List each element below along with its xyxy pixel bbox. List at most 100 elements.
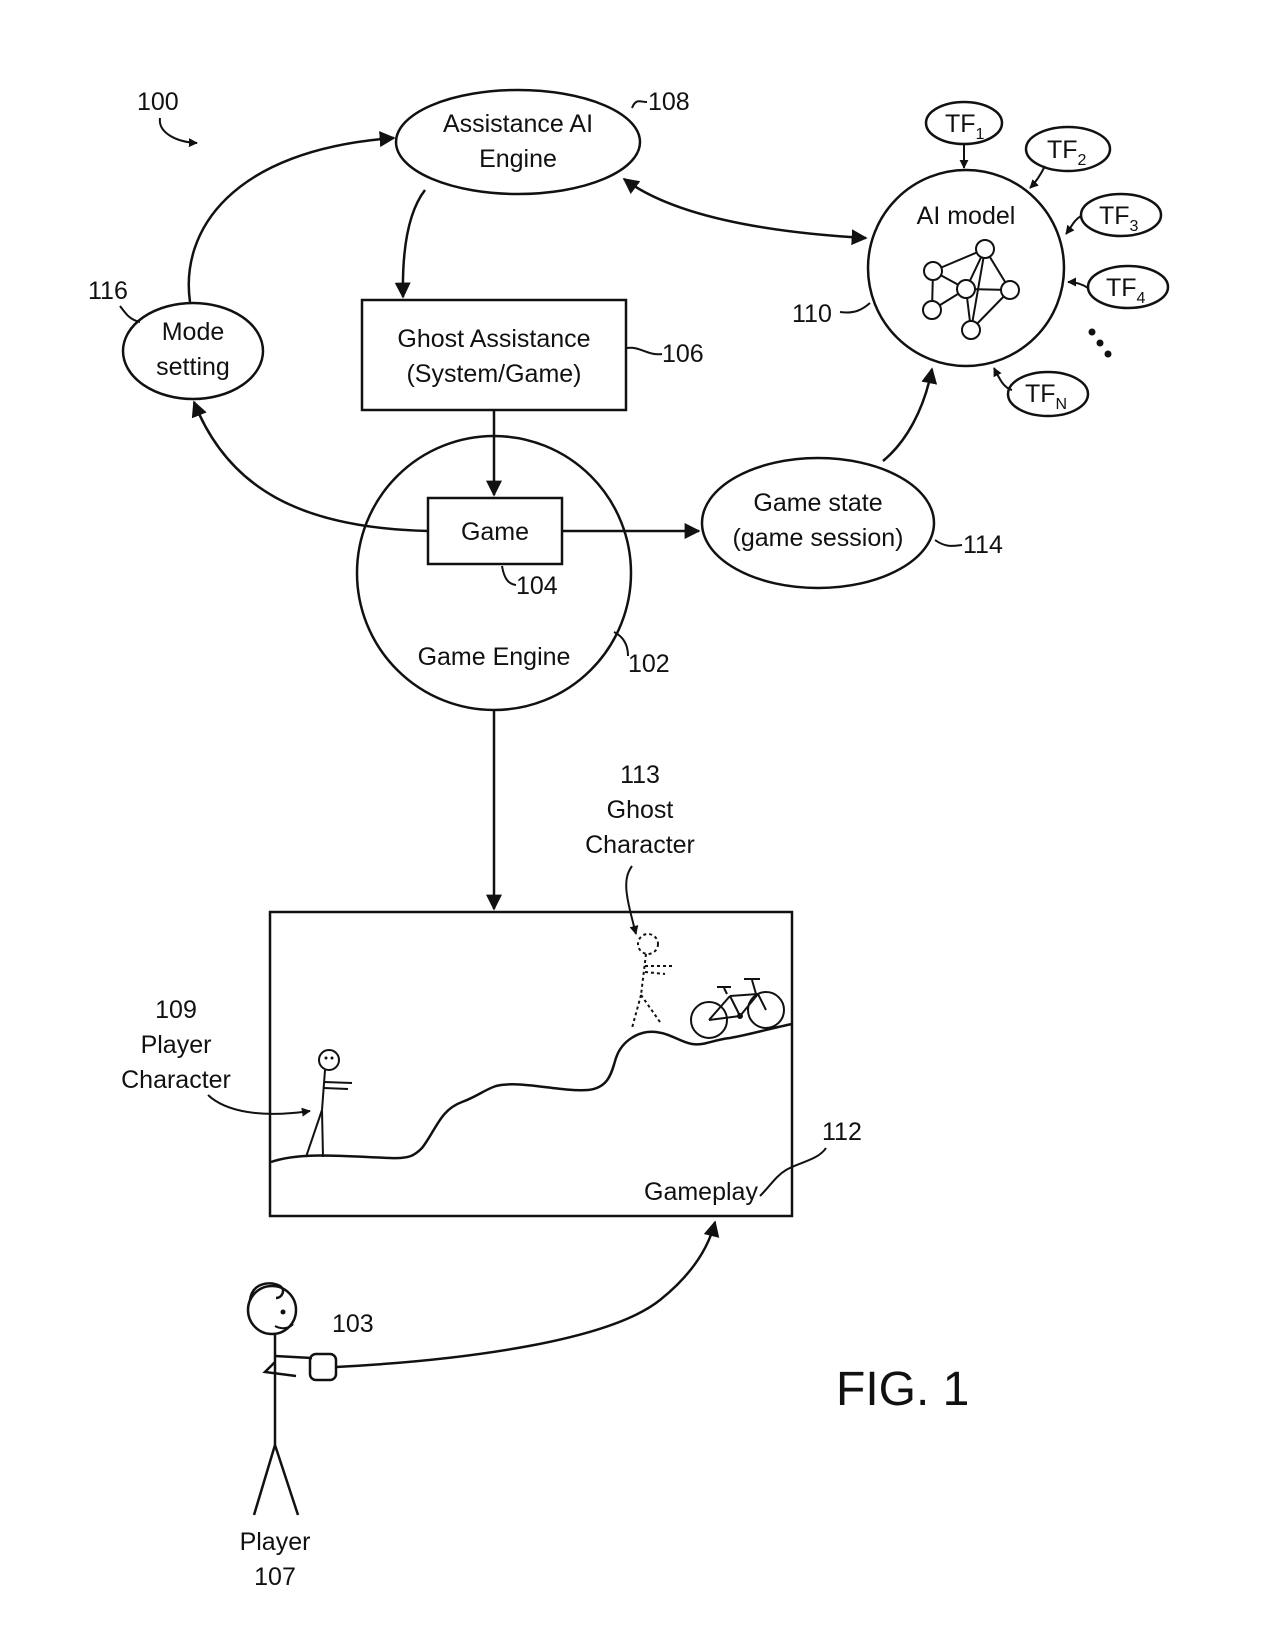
flow-arrows xyxy=(187,131,938,911)
gameplay-screen: Gameplay 112 xyxy=(268,910,862,1218)
controller-ref: 103 xyxy=(332,1310,374,1338)
tf2-arrow xyxy=(1029,165,1046,189)
ai-model-label: AI model xyxy=(917,202,1016,230)
assistance-ai-engine-leader xyxy=(631,100,648,109)
mode-setting-ellipse xyxy=(121,301,265,401)
mode-setting-leader xyxy=(119,305,141,323)
neural-network-icon xyxy=(922,239,1020,340)
assistance-ai-engine-label-2: Engine xyxy=(479,145,557,173)
assistance-ai-engine-ref: 108 xyxy=(648,88,690,116)
tf1-label: TF1 xyxy=(945,110,985,143)
assistance-ai-engine-label-1: Assistance AI xyxy=(443,110,593,138)
arrow-gamestate-to-aimodel xyxy=(882,367,938,462)
player-character-label-1: Player xyxy=(141,1031,212,1059)
mode-setting-node: Mode setting 116 xyxy=(88,277,265,401)
tf4-label: TF4 xyxy=(1106,274,1146,307)
training-factor-3: TF3 xyxy=(1065,192,1163,238)
ghost-assistance-ref: 106 xyxy=(662,340,704,368)
game-state-leader xyxy=(934,539,963,547)
ghost-character-pointer xyxy=(625,865,639,935)
player-leg-left xyxy=(252,1444,277,1516)
tf3-arrow xyxy=(1065,215,1082,235)
ghost-character-label-1: Ghost xyxy=(607,796,674,824)
player-character-pointer xyxy=(207,1094,311,1117)
ghost-character-label-2: Character xyxy=(585,831,695,859)
player-label: Player xyxy=(240,1528,311,1556)
player-arm-upper xyxy=(274,1354,313,1360)
tf3-ellipse xyxy=(1079,192,1163,238)
gameplay-label: Gameplay xyxy=(644,1178,758,1206)
assistance-ai-engine-node: Assistance AI Engine 108 xyxy=(394,88,690,196)
game-engine-ref: 102 xyxy=(628,650,670,678)
system-reference: 100 xyxy=(137,88,198,148)
ai-model-ref: 110 xyxy=(792,300,832,328)
ghost-assistance-box xyxy=(360,298,628,412)
tf4-arrow xyxy=(1067,277,1089,289)
ghost-assistance-leader xyxy=(626,346,663,356)
tf3-label: TF3 xyxy=(1099,202,1139,235)
training-factor-4: TF4 xyxy=(1067,264,1170,310)
ghost-character-ref: 113 xyxy=(620,761,660,789)
game-engine-label: Game Engine xyxy=(418,643,571,671)
tf1-ellipse xyxy=(924,100,1004,146)
player-hair xyxy=(248,1282,285,1301)
ghost-assistance-label-1: Ghost Assistance xyxy=(397,325,590,353)
training-factor-n: TFN xyxy=(993,367,1090,418)
mode-setting-label-1: Mode xyxy=(162,318,225,346)
game-state-label-2: (game session) xyxy=(733,524,904,552)
player-character-label-2: Character xyxy=(121,1066,231,1094)
game-ref: 104 xyxy=(516,572,558,600)
controller-device: 103 xyxy=(308,1220,720,1382)
tfn-ellipse xyxy=(1006,370,1090,418)
gameplay-frame xyxy=(268,910,794,1218)
arrow-assistance-to-ghost xyxy=(394,189,426,299)
game-leader xyxy=(501,565,517,586)
player-head xyxy=(246,1284,298,1336)
tfn-label: TFN xyxy=(1025,380,1067,413)
player-arm xyxy=(262,1361,297,1378)
game-node: Game 104 xyxy=(426,496,564,600)
mode-setting-label-2: setting xyxy=(156,353,230,381)
training-factor-1: TF1 xyxy=(924,100,1004,169)
player-leg-right xyxy=(273,1444,300,1516)
arrow-game-to-mode xyxy=(191,400,429,533)
bicycle-icon xyxy=(690,978,785,1039)
game-label: Game xyxy=(461,518,529,546)
ellipsis-dots xyxy=(1088,328,1112,358)
figure-title: FIG. 1 xyxy=(836,1363,969,1416)
arrow-assistance-aimodel xyxy=(622,177,868,246)
player-character-ref: 109 xyxy=(155,996,197,1024)
ghost-character-callout: 113 Ghost Character xyxy=(585,761,695,935)
mode-setting-ref: 116 xyxy=(88,277,128,305)
game-engine-node: Game Engine 102 xyxy=(355,434,670,712)
game-engine-leader xyxy=(613,631,629,657)
game-state-ref: 114 xyxy=(963,531,1003,559)
tf2-ellipse xyxy=(1024,125,1112,173)
player-character-callout: 109 Player Character xyxy=(121,996,311,1117)
ai-model-node: AI model 110 xyxy=(792,168,1066,368)
terrain-line xyxy=(270,1022,793,1164)
ai-model-circle xyxy=(866,168,1066,368)
controller-icon xyxy=(308,1352,338,1382)
game-state-label-1: Game state xyxy=(753,489,882,517)
ghost-assistance-node: Ghost Assistance (System/Game) 106 xyxy=(360,298,704,412)
tfn-arrow xyxy=(993,367,1013,391)
assistance-ai-engine-ellipse xyxy=(394,88,642,196)
player-mouth xyxy=(274,1323,294,1330)
player-character-figure xyxy=(305,1049,353,1158)
player-figure xyxy=(246,1282,313,1516)
tf2-label: TF2 xyxy=(1047,136,1087,169)
ai-model-leader xyxy=(839,302,871,314)
game-state-ellipse xyxy=(700,456,936,590)
player-ref: 107 xyxy=(254,1563,296,1591)
training-factors: TF1 TF2 TF3 TF4 TFN xyxy=(924,100,1170,418)
ghost-character-figure xyxy=(631,933,672,1029)
training-factor-2: TF2 xyxy=(1024,125,1112,189)
system-ref-arrow xyxy=(158,117,198,148)
player-caption: Player 107 xyxy=(240,1528,311,1591)
system-ref-label: 100 xyxy=(137,88,179,116)
gameplay-leader xyxy=(759,1147,827,1197)
arrow-controller-to-gameplay xyxy=(335,1220,720,1369)
arrow-mode-to-assistance xyxy=(187,131,396,303)
